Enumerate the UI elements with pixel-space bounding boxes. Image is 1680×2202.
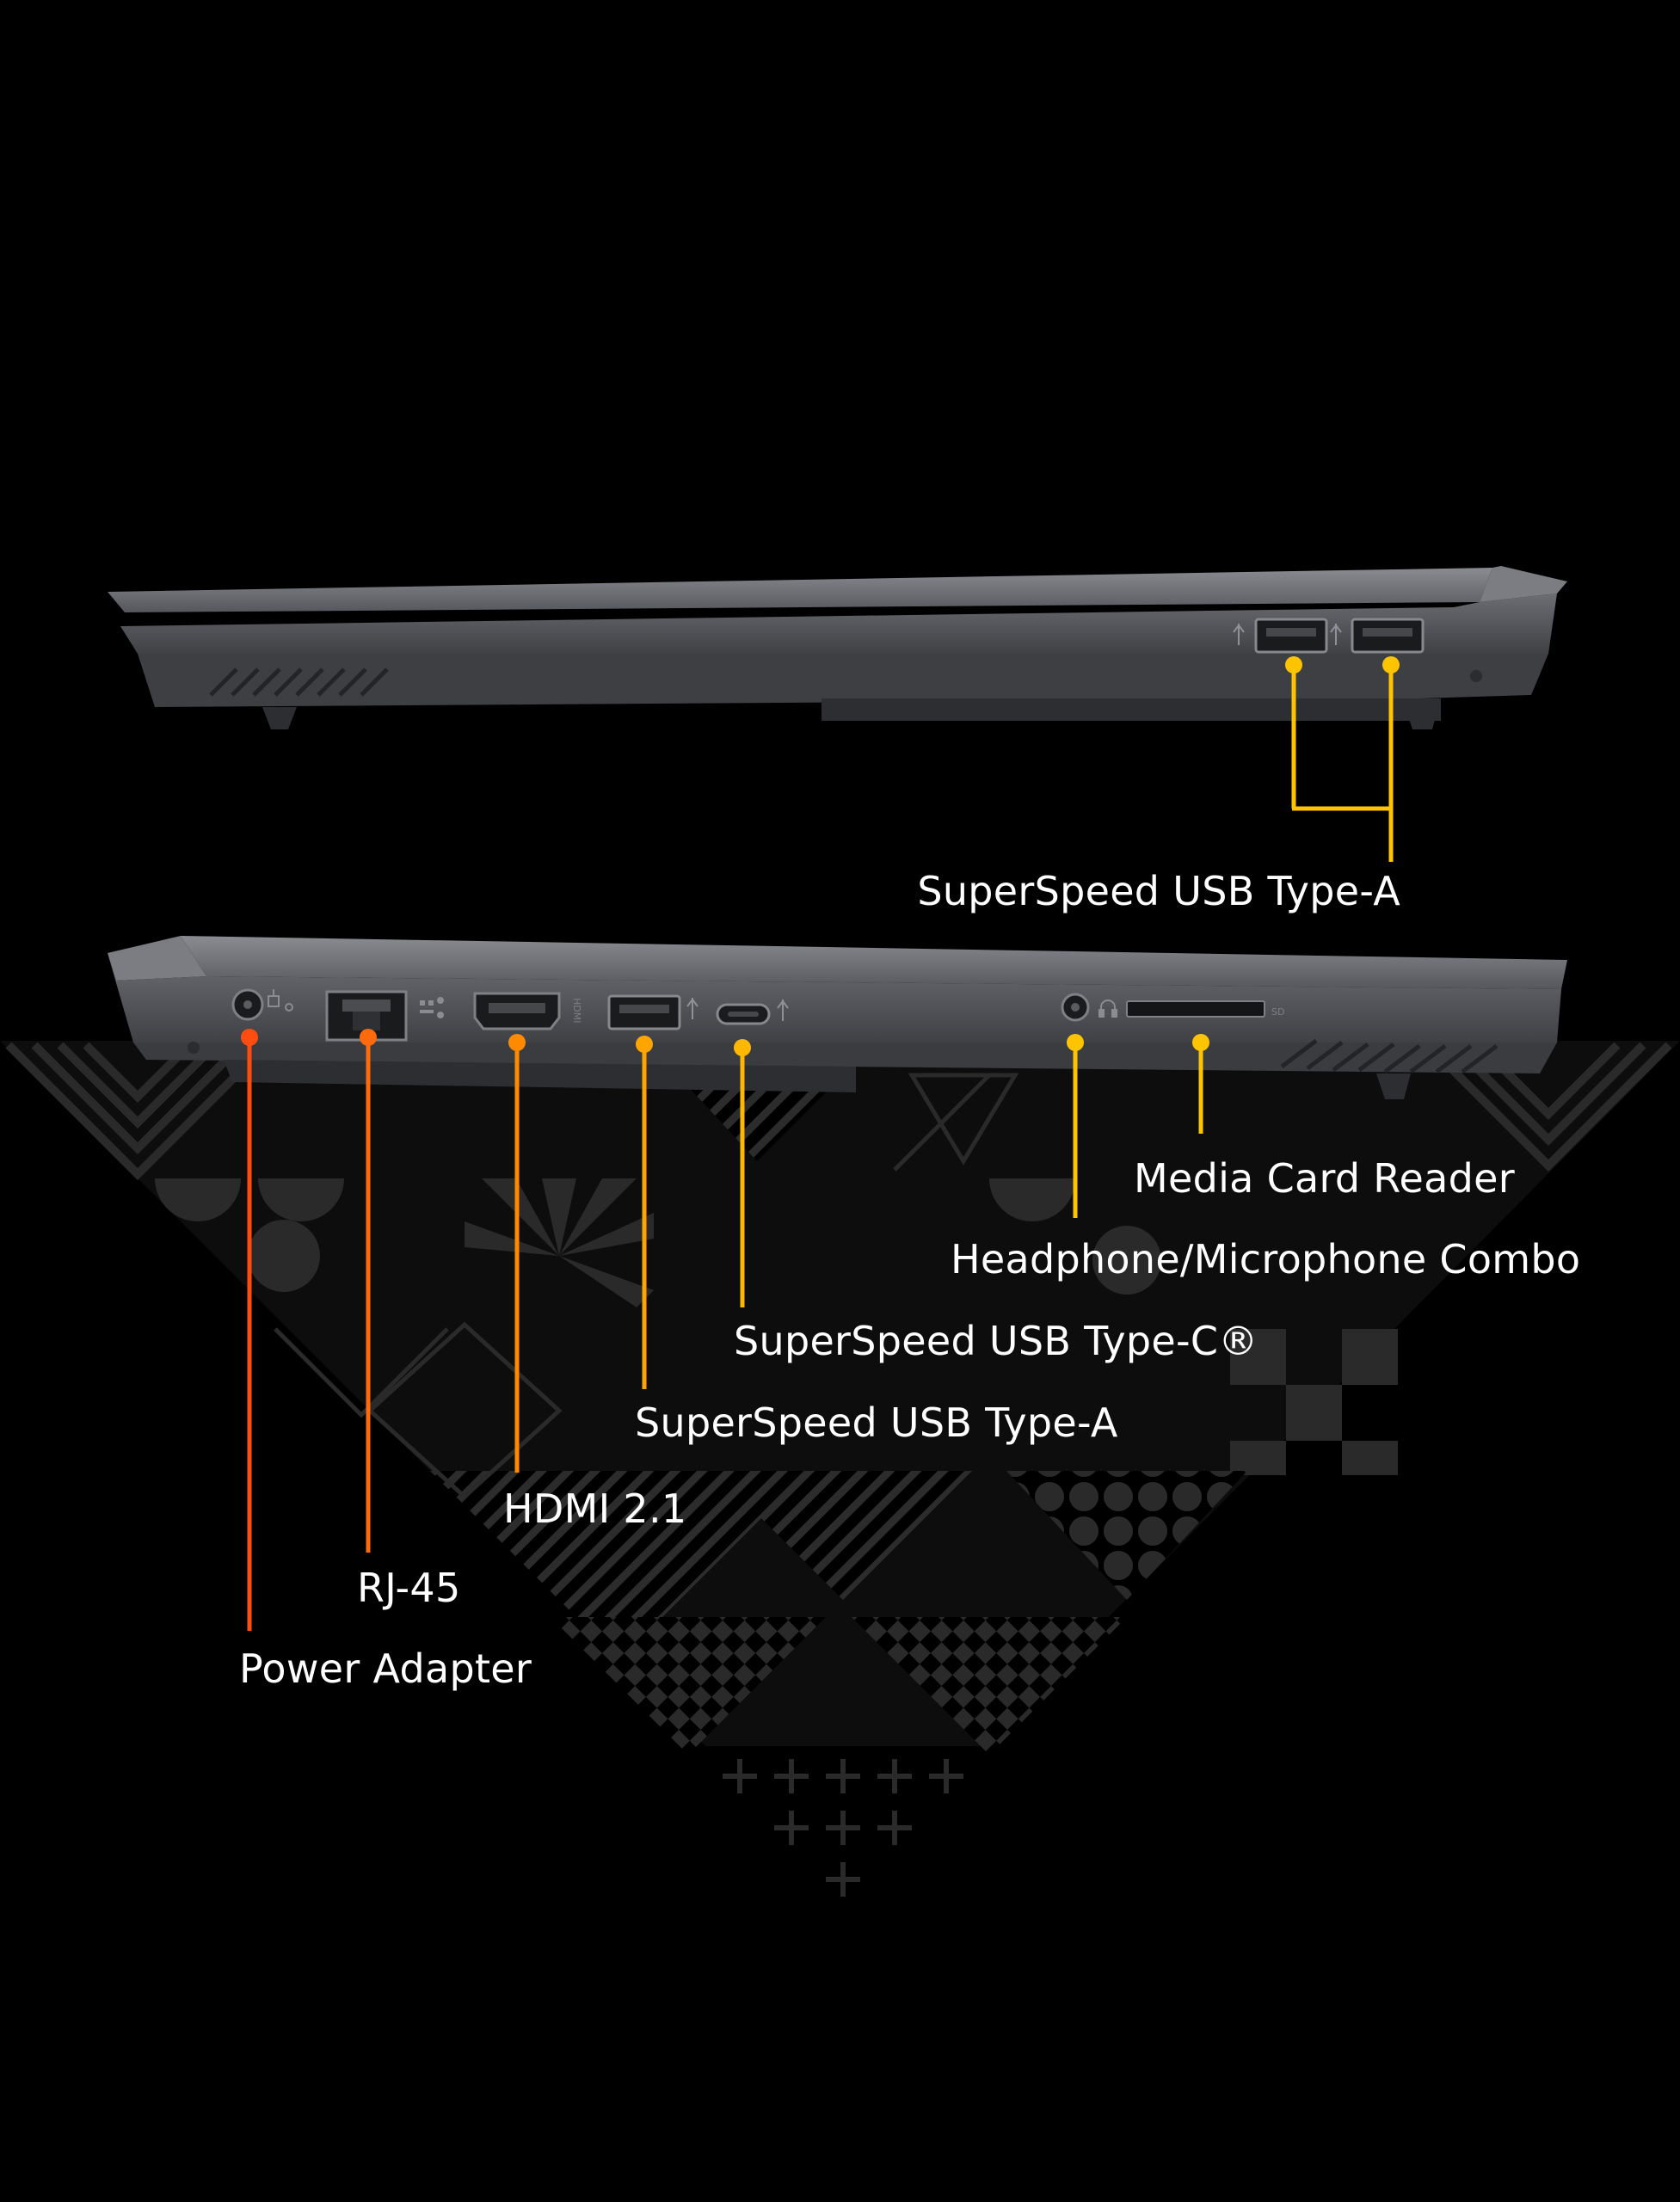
callout-label-hdmi: HDMI 2.1 (503, 1485, 686, 1532)
usb-a-symbol-icon (686, 998, 698, 1019)
usb-a-port (607, 994, 681, 1030)
callout-dot-usbc (734, 1039, 751, 1056)
callout-dot-rj45 (360, 1029, 377, 1046)
audio-jack (1061, 993, 1090, 1022)
callout-label-sd: Media Card Reader (1134, 1155, 1515, 1202)
headphone-icon (1098, 1000, 1117, 1018)
callout-usbc: SuperSpeed USB Type-C® (734, 1039, 1258, 1364)
usb-symbol-icon (1233, 624, 1342, 645)
callout-hdmi: HDMI 2.1 (503, 1034, 686, 1532)
hdmi-port (473, 992, 561, 1030)
top-usb-a-port-1 (1254, 618, 1328, 654)
usb-c-port (716, 1003, 771, 1025)
top-callout-dots (1285, 656, 1400, 674)
plus-signs (723, 1759, 963, 1897)
callout-label-audio: Headphone/Microphone Combo (951, 1236, 1580, 1282)
callout-usba: SuperSpeed USB Type-A (635, 1036, 1118, 1446)
callout-dot-usba (636, 1036, 653, 1053)
callout-dot-hdmi (508, 1034, 526, 1051)
hdmi-mark: HDMI (571, 998, 582, 1023)
callout-label-power: Power Adapter (239, 1645, 532, 1692)
network-icon (420, 997, 444, 1018)
top-usb-a-label: SuperSpeed USB Type-A (917, 868, 1400, 914)
rj45-port (325, 990, 408, 1042)
background-pattern (0, 1041, 1680, 1897)
callout-label-usba: SuperSpeed USB Type-A (635, 1399, 1118, 1446)
sunburst-motif (465, 1178, 654, 1307)
callout-label-usbc: SuperSpeed USB Type-C® (734, 1318, 1258, 1364)
top-usb-a-port-2 (1351, 618, 1425, 654)
usb-c-symbol-icon (777, 1000, 789, 1021)
callout-sd: Media Card Reader (1134, 1034, 1515, 1202)
power-jack (231, 988, 293, 1021)
sd-card-slot (1126, 1000, 1265, 1018)
callout-rj45: RJ-45 (357, 1029, 461, 1611)
sd-mark: SD (1271, 1006, 1284, 1018)
callout-dot-sd (1192, 1034, 1209, 1051)
callout-label-rj45: RJ-45 (357, 1565, 461, 1611)
callout-dot-power (241, 1029, 258, 1046)
callout-dot-audio (1067, 1034, 1084, 1051)
port-callouts: Power Adapter RJ-45 HDMI 2.1 SuperSpeed USB… (239, 1029, 1580, 1692)
top-callout-leader (1291, 665, 1394, 862)
power-icon (268, 989, 280, 1007)
callout-audio: Headphone/Microphone Combo (951, 1034, 1580, 1282)
callout-power: Power Adapter (239, 1029, 532, 1692)
laptop-right-side (108, 566, 1567, 729)
